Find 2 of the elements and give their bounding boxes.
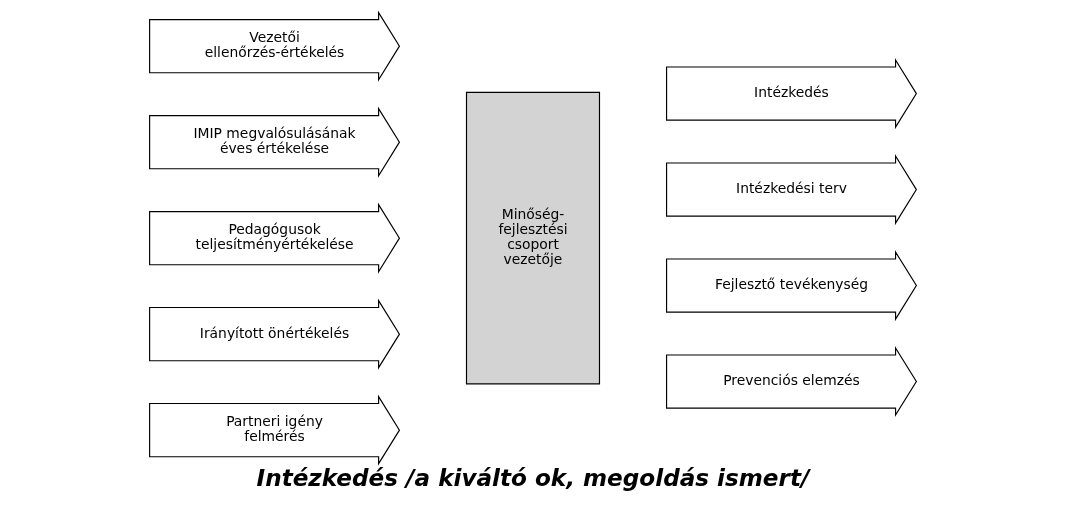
caption: Intézkedés /a kiváltó ok, megoldás ismert/	[256, 464, 810, 491]
node-box: Minőség-fejlesztési csoport vezetője	[465, 91, 601, 385]
